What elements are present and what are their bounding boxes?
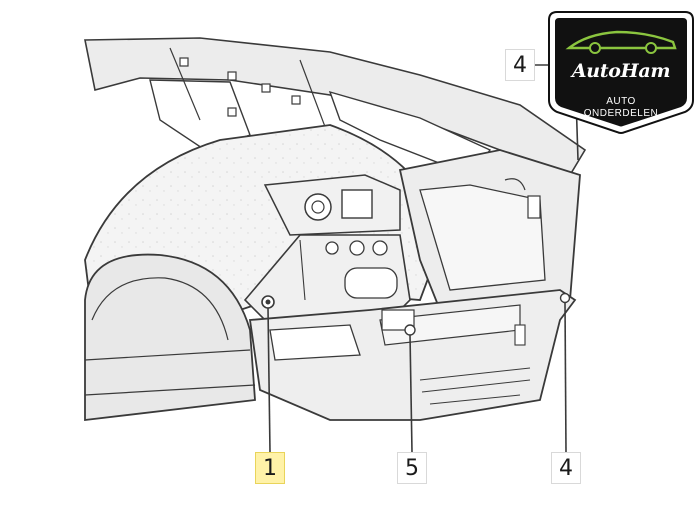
fuel-cap [304,193,332,221]
callout-5[interactable]: 5 [397,452,427,484]
mount-point-5 [404,324,416,336]
wheel-arch [84,253,256,422]
callout-1[interactable]: 1 [255,452,285,484]
tagline-line2: ONDERDELEN [583,108,659,119]
autoham-badge[interactable]: AutoHam AUTO ONDERDELEN [547,8,695,134]
tagline-line1: AUTO [606,96,636,107]
brand-name: AutoHam [571,60,671,82]
leader-line-5 [409,334,413,453]
car-silhouette-icon [565,30,677,50]
leader-line-4b [564,302,567,453]
mount-point-4 [559,292,571,304]
fuel-flap-area [263,174,401,236]
autoham-logo [548,11,694,134]
callout-4-bottom[interactable]: 4 [551,452,581,484]
leader-line-1 [267,307,271,453]
callout-4-top[interactable]: 4 [505,49,535,81]
